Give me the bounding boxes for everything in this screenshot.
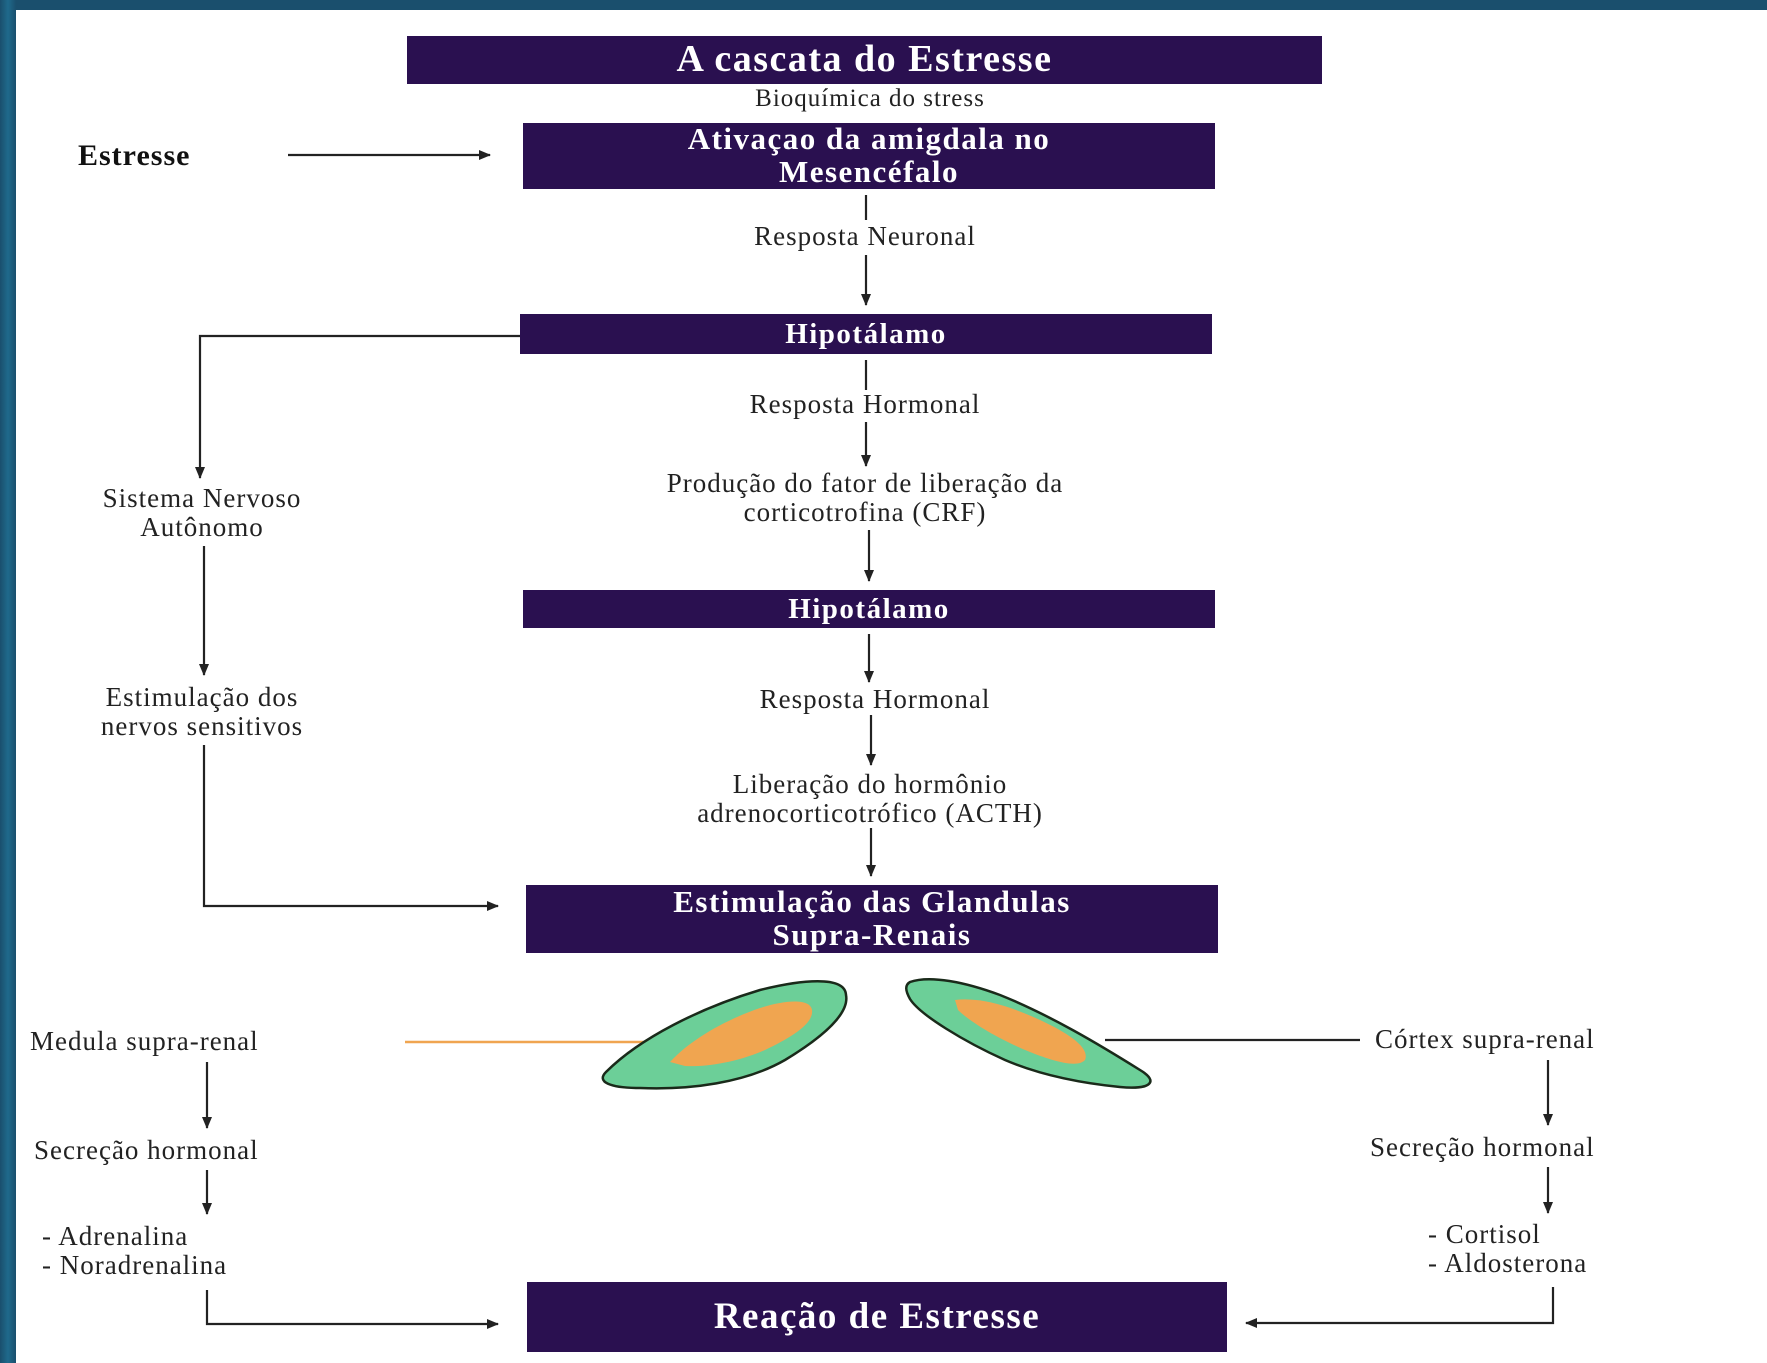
box-amigdala: Ativaçao da amigdala no Mesencéfalo	[523, 123, 1215, 189]
right-cortex: Córtex supra-renal	[1375, 1024, 1595, 1054]
box-supra-renais: Estimulação das Glandulas Supra-Renais	[526, 885, 1218, 953]
left-medula: Medula supra-renal	[30, 1026, 259, 1056]
box-hipotalamo-1: Hipotálamo	[520, 314, 1212, 354]
step-resposta-neuronal: Resposta Neuronal	[754, 221, 976, 251]
step-crf: Produção do fator de liberação da cortic…	[666, 468, 1064, 527]
left-sna: Sistema Nervoso Autônomo	[102, 483, 302, 542]
left-adrenal-gland-icon	[601, 980, 848, 1090]
line-nervos-supra	[202, 745, 499, 911]
box-hipotalamo-2: Hipotálamo	[523, 590, 1215, 628]
left-secrecao: Secreção hormonal	[34, 1135, 259, 1165]
step-resposta-hormonal-2: Resposta Hormonal	[759, 684, 991, 714]
right-secrecao: Secreção hormonal	[1370, 1132, 1595, 1162]
right-hormonios: - Cortisol - Aldosterona	[1428, 1219, 1588, 1278]
subtitle: Bioquímica do stress	[755, 85, 985, 112]
left-nervos: Estimulação dos nervos sensitivos	[100, 682, 304, 741]
diagram-panel	[16, 10, 1767, 1363]
line-left-to-reacao	[205, 1290, 499, 1329]
box-reacao-label: Reação de Estresse	[713, 1295, 1041, 1337]
box-hipotalamo-1-label: Hipotálamo	[785, 317, 947, 350]
step-resposta-hormonal-1: Resposta Hormonal	[749, 389, 981, 419]
title: A cascata do Estresse	[676, 38, 1053, 81]
stress-label: Estresse	[78, 139, 191, 172]
step-acth: Liberação do hormônio adrenocorticotrófi…	[697, 769, 1043, 828]
line-right-to-reacao	[1245, 1287, 1555, 1328]
box-supra-renais-label: Estimulação das Glandulas Supra-Renais	[673, 884, 1071, 952]
right-adrenal-gland-icon	[905, 978, 1152, 1089]
line-hipo-to-sna	[195, 334, 520, 479]
box-hipotalamo-2-label: Hipotálamo	[788, 592, 950, 625]
title-box: A cascata do Estresse	[407, 36, 1322, 84]
left-hormonios: - Adrenalina - Noradrenalina	[42, 1221, 228, 1280]
box-reacao: Reação de Estresse	[527, 1282, 1227, 1352]
box-amigdala-label: Ativaçao da amigdala no Mesencéfalo	[687, 121, 1051, 189]
